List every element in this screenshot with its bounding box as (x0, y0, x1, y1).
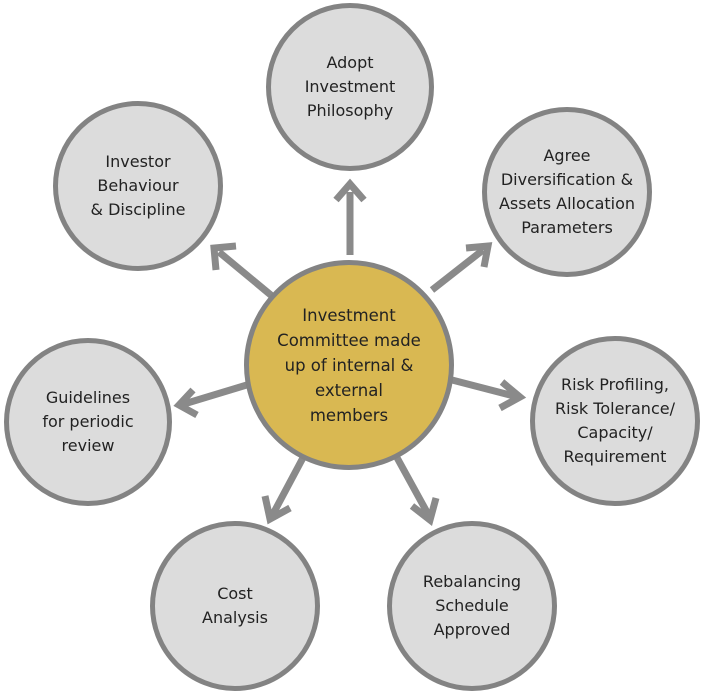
arrow-to-guidelines-periodic-review (173, 380, 252, 419)
node-rebalancing-schedule: Rebalancing Schedule Approved (387, 521, 557, 691)
arrow-to-agree-diversification (429, 242, 493, 293)
node-risk-profiling: Risk Profiling, Risk Tolerance/ Capacity… (530, 336, 700, 506)
node-label: Guidelines for periodic review (42, 388, 134, 455)
node-guidelines-periodic-review: Guidelines for periodic review (4, 338, 172, 506)
node-cost-analysis: Cost Analysis (150, 521, 320, 691)
node-label: Rebalancing Schedule Approved (422, 572, 522, 639)
center-node-label: Investment Committee made up of internal… (277, 305, 421, 425)
node-label: Cost Analysis (202, 584, 268, 627)
node-label: Investor Behaviour & Discipline (90, 152, 186, 219)
arrow-to-cost-analysis (261, 452, 309, 525)
node-investor-behaviour: Investor Behaviour & Discipline (53, 101, 223, 271)
node-label: Risk Profiling, Risk Tolerance/ Capacity… (555, 375, 675, 466)
node-label: Agree Diversification & Assets Allocatio… (498, 146, 636, 237)
center-node-investment-committee: Investment Committee made up of internal… (244, 260, 454, 470)
arrow-to-risk-profiling (451, 376, 527, 412)
node-agree-diversification: Agree Diversification & Assets Allocatio… (482, 107, 652, 277)
node-label: Adopt Investment Philosophy (304, 53, 396, 120)
arrow-to-rebalancing-schedule (391, 452, 440, 526)
node-adopt-investment-philosophy: Adopt Investment Philosophy (266, 3, 434, 171)
arrow-to-adopt-investment-philosophy (333, 178, 367, 255)
arrow-to-investor-behaviour (210, 242, 275, 299)
